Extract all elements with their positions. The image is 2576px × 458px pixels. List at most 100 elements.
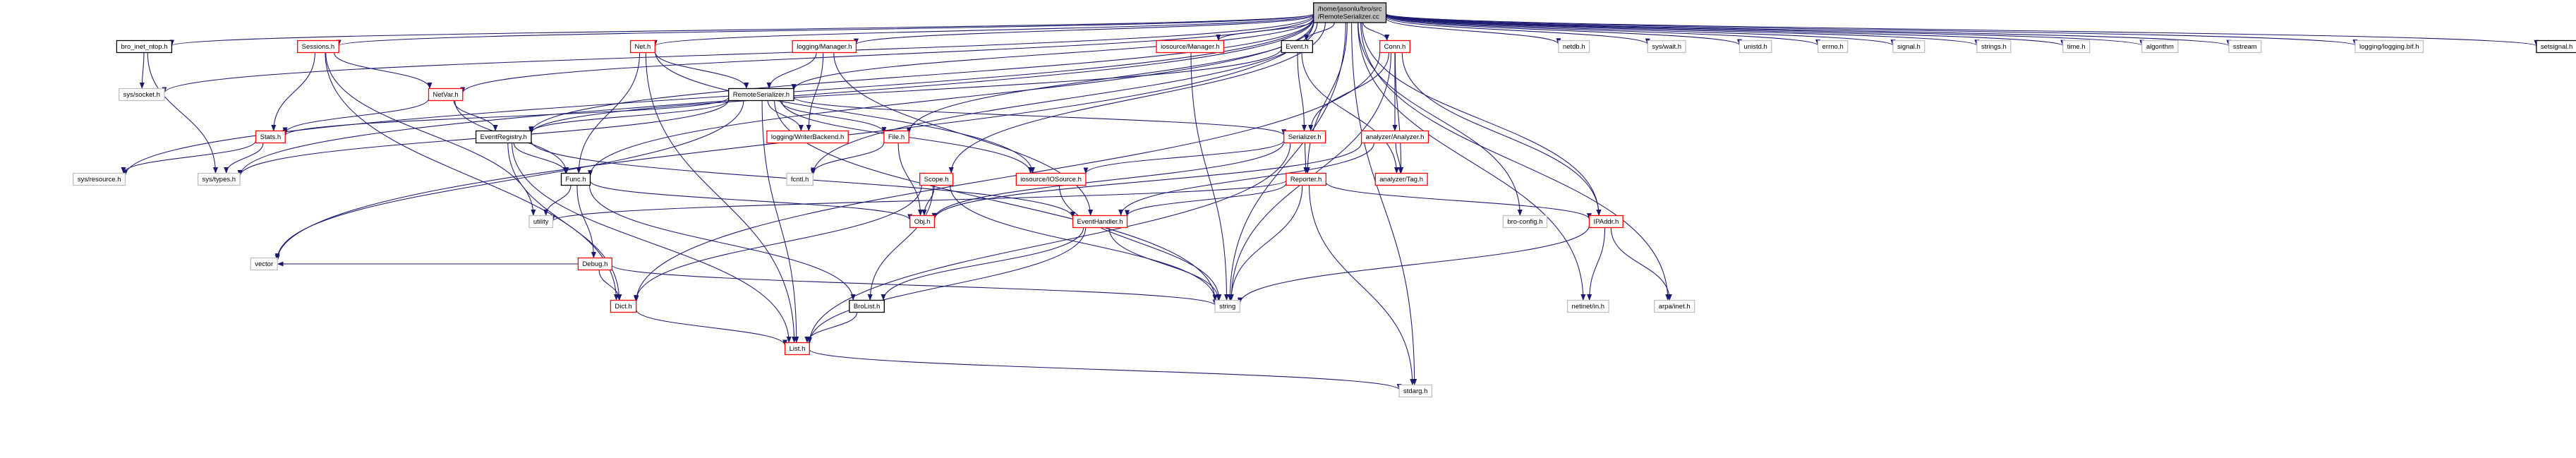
edge-remoteser-to-list [761, 100, 799, 343]
node-vector: vector [250, 257, 278, 271]
node-label: Obj.h [914, 218, 931, 226]
node-label: EventHandler.h [1077, 218, 1123, 226]
edge-scope-to-string [950, 185, 1218, 301]
node-label: EventRegistry.h [480, 133, 527, 141]
node-setsignal[interactable]: setsignal.h [2536, 40, 2576, 54]
node-label: Net.h [635, 43, 651, 51]
node-box [792, 40, 857, 54]
node-net[interactable]: Net.h [629, 40, 655, 54]
node-label: iosource/IOSource.h [1020, 176, 1082, 183]
node-errno: errno.h [1817, 40, 1849, 54]
edge-conn-to-analyzertag [1394, 52, 1404, 174]
node-label: logging/WriterBackend.h [771, 133, 844, 141]
node-time: time.h [2062, 40, 2091, 54]
node-obj[interactable]: Obj.h [909, 215, 936, 229]
node-event[interactable]: Event.h [1281, 40, 1314, 54]
node-label: NetVar.h [433, 91, 458, 99]
edge-dict-to-list [636, 309, 788, 346]
node-box [849, 299, 885, 313]
node-label: signal.h [1897, 43, 1921, 51]
edge-eventreg-to-func [513, 143, 568, 174]
edge-reporter-to-utility [550, 180, 1287, 222]
node-label: /home/jasonlu/bro/src [1318, 6, 1382, 13]
edge-scope-to-dict [634, 185, 922, 302]
edge-logmgr-to-remoteser [766, 52, 817, 89]
node-layer: /home/jasonlu/bro/src/RemoteSerializer.c… [73, 2, 2576, 398]
node-netvar[interactable]: NetVar.h [428, 88, 464, 102]
edge-func-to-brolist [588, 185, 856, 301]
node-remoteser[interactable]: RemoteSerializer.h [728, 88, 794, 102]
edge-root-to-errno [1385, 15, 1820, 46]
node-box [1379, 40, 1410, 54]
edge-reporter-to-ipaddr [1325, 181, 1592, 220]
edge-serializer-to-reporter [1303, 143, 1309, 174]
node-eventreg[interactable]: EventRegistry.h [475, 130, 532, 144]
node-label: sys/resource.h [78, 176, 121, 183]
node-conn[interactable]: Conn.h [1379, 40, 1410, 54]
edge-stats-to-systypes [224, 143, 264, 174]
node-label: setsignal.h [2541, 43, 2572, 51]
node-iosource[interactable]: iosource/IOSource.h [1015, 172, 1087, 186]
node-sessions[interactable]: Sessions.h [297, 40, 339, 54]
edge-root-to-scope [948, 22, 1326, 174]
node-bro-inet-ntop[interactable]: bro_inet_ntop.h [116, 40, 173, 54]
node-box [577, 257, 612, 271]
edge-event-to-analyzertag [1301, 52, 1399, 174]
node-broconfig: bro-config.h [1502, 215, 1548, 229]
node-box [2062, 40, 2091, 54]
node-label: RemoteSerializer.h [733, 91, 790, 99]
node-writerbackend[interactable]: logging/WriterBackend.h [766, 130, 849, 144]
node-syssocket: sys/socket.h [119, 88, 165, 102]
edge-event-to-eventreg [528, 48, 1282, 134]
edge-root-to-stdarg [1351, 22, 1417, 385]
edge-root-to-remoteser [791, 18, 1314, 91]
node-box [560, 172, 591, 186]
node-serializer[interactable]: Serializer.h [1283, 130, 1326, 144]
node-label: netdb.h [1563, 43, 1585, 51]
node-scope[interactable]: Scope.h [919, 172, 954, 186]
node-box [1566, 299, 1609, 313]
node-label: sstream [2233, 43, 2257, 51]
edge-ipaddr-to-netinetin [1587, 227, 1606, 301]
node-brolist[interactable]: BroList.h [849, 299, 885, 313]
edge-conn-to-ipaddr [1401, 52, 1602, 216]
node-file[interactable]: File.h [883, 130, 909, 144]
edge-netvar-to-eventreg [453, 100, 498, 131]
node-func[interactable]: Func.h [560, 172, 591, 186]
node-reporter[interactable]: Reporter.h [1286, 172, 1326, 186]
edge-iosource-to-string [1058, 185, 1222, 301]
node-label: logging/logging.bif.h [2359, 43, 2419, 51]
edge-remoteser-to-vector [274, 100, 744, 260]
node-label: sys/wait.h [1652, 43, 1681, 51]
node-ipaddr[interactable]: IPAddr.h [1588, 215, 1623, 229]
node-sstream: sstream [2228, 40, 2262, 54]
node-box [1817, 40, 1849, 54]
node-label: logging/Manager.h [797, 43, 852, 51]
edge-net-to-remoteser [654, 51, 749, 89]
node-label: List.h [790, 345, 806, 353]
node-box [250, 257, 278, 271]
node-eventhandler[interactable]: EventHandler.h [1072, 215, 1128, 229]
edge-logmgr-to-writerbackend [806, 52, 824, 131]
node-dict[interactable]: Dict.h [610, 299, 637, 313]
node-label: strings.h [1981, 43, 2007, 51]
node-analyzertag[interactable]: analyzer/Tag.h [1374, 172, 1428, 186]
edge-func-to-obj [589, 181, 913, 221]
node-box [297, 40, 339, 54]
node-root[interactable]: /home/jasonlu/bro/src/RemoteSerializer.c… [1313, 2, 1387, 23]
node-box [883, 130, 909, 144]
node-label: analyzer/Analyzer.h [1366, 133, 1425, 141]
edge-root-to-func [588, 20, 1314, 177]
node-list[interactable]: List.h [784, 342, 810, 356]
edge-remoteser-to-serializer [793, 97, 1286, 136]
node-iomgr[interactable]: iosource/Manager.h [1156, 40, 1225, 54]
node-debug[interactable]: Debug.h [577, 257, 612, 271]
node-analyzer[interactable]: analyzer/Analyzer.h [1360, 130, 1429, 144]
node-arpainet: arpa/inet.h [1654, 299, 1695, 313]
node-netdb: netdb.h [1558, 40, 1590, 54]
node-logmgr[interactable]: logging/Manager.h [792, 40, 857, 54]
node-stats[interactable]: Stats.h [255, 130, 286, 144]
node-fcntl: fcntl.h [786, 172, 814, 186]
edge-ipaddr-to-arpainet [1610, 227, 1672, 301]
edge-remoteser-to-file [780, 100, 887, 133]
